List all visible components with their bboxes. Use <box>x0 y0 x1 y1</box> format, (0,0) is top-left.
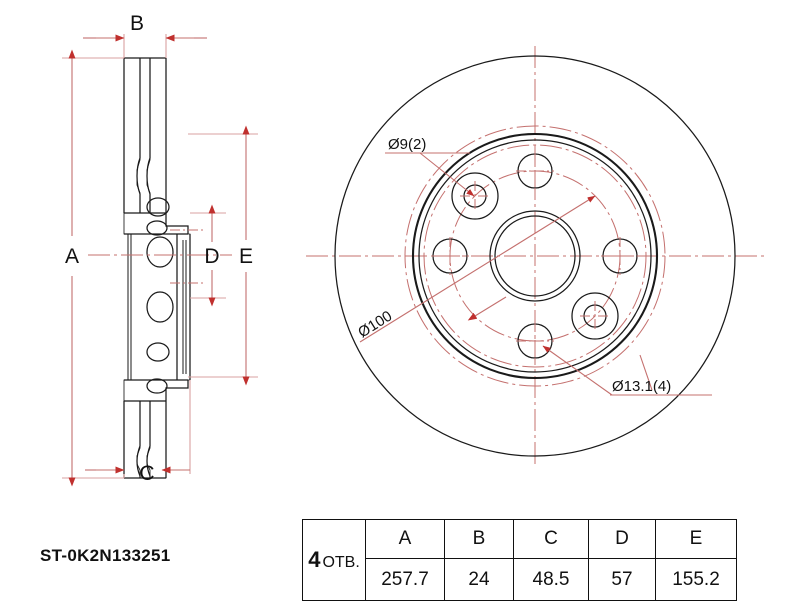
holes-unit-label: ОТВ. <box>322 554 360 571</box>
annotation-bolt-holes: Ø13.1(4) <box>542 345 712 396</box>
friction-ring-inner <box>418 139 652 373</box>
table-header-c: C <box>513 519 589 559</box>
small-holes <box>451 172 619 340</box>
disc-outer-circle <box>334 55 736 457</box>
annotation-bolt-circle: Ø100 <box>355 195 596 343</box>
table-value-d: 57 <box>588 558 656 601</box>
part-number-label: ST-0K2N133251 <box>40 546 171 565</box>
center-bore-outer <box>489 210 581 302</box>
hat-reference-circle-inner <box>423 144 647 368</box>
dimension-label-a: A <box>65 245 79 268</box>
center-bore-inner <box>494 215 576 297</box>
table-value-e: 155.2 <box>655 558 737 601</box>
dimension-label-b: B <box>130 12 144 35</box>
dimension-b: B <box>83 12 207 58</box>
dimension-d: D <box>190 204 226 307</box>
table-header-e: E <box>655 519 737 559</box>
dimension-label-d: D <box>204 245 219 268</box>
annotation-label-bolt-circle: Ø100 <box>355 308 395 342</box>
face-view: Ø9(2) Ø100 Ø13.1(4) <box>306 46 766 466</box>
dimension-c: C <box>85 380 191 485</box>
table-value-b: 24 <box>444 558 514 601</box>
dimension-label-e: E <box>239 245 253 268</box>
section-view: B A C D <box>62 12 258 487</box>
annotation-small-holes: Ø9(2) <box>385 136 475 197</box>
dimension-a: A <box>62 49 124 487</box>
bolt-holes <box>431 152 639 360</box>
holes-count-value: 4 <box>308 547 321 572</box>
table-header-d: D <box>588 519 656 559</box>
annotation-label-small-holes: Ø9(2) <box>388 136 426 153</box>
table-value-c: 48.5 <box>513 558 589 601</box>
hat-reference-circle <box>404 125 666 387</box>
annotation-label-bolt-holes: Ø13.1(4) <box>612 378 671 395</box>
table-header-a: A <box>365 519 445 559</box>
friction-ring-outer <box>411 132 659 380</box>
dimension-e: E <box>188 125 258 386</box>
dimension-label-c: C <box>139 462 154 485</box>
table-header-b: B <box>444 519 514 559</box>
table-row-values: 257.7 24 48.5 57 155.2 <box>303 558 737 601</box>
section-profile <box>123 57 191 479</box>
table-value-a: 257.7 <box>365 558 445 601</box>
